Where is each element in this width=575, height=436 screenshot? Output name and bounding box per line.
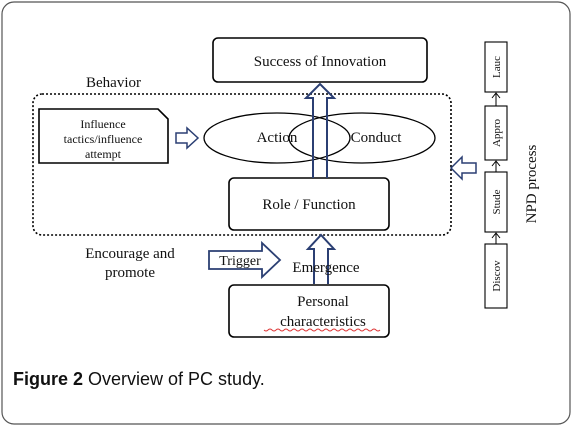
role-box <box>228 177 390 231</box>
caption-label: Figure 2 <box>13 369 84 389</box>
action-label: Action <box>257 130 298 146</box>
role-label: Role / Function <box>262 197 356 213</box>
encourage-line-1: Encourage and <box>85 246 175 262</box>
influence-arrow <box>175 126 200 150</box>
influence-line-2: tactics/influence <box>64 132 143 146</box>
behavior-label: Behavior <box>86 75 141 91</box>
caption-text: Overview of PC study. <box>83 369 265 389</box>
npd-process-label: NPD process <box>524 144 540 223</box>
behavior-region <box>32 93 452 236</box>
outer-frame <box>1 1 571 425</box>
npd-arrow <box>449 155 477 181</box>
conduct-ellipse <box>288 112 436 164</box>
personal-line-2: characteristics <box>280 314 366 330</box>
stage-box-lauc <box>484 41 508 93</box>
success-label: Success of Innovation <box>254 54 387 70</box>
action-ellipse <box>203 112 351 164</box>
stage-label-discov: Discov <box>491 260 503 292</box>
personal-box <box>228 284 390 338</box>
influence-line-1: Influence <box>80 117 125 131</box>
stage-label-stude: Stude <box>491 189 503 214</box>
trigger-label: Trigger <box>219 254 261 269</box>
stage-label-appro: Appro <box>491 118 503 147</box>
emergence-label: Emergence <box>292 260 360 276</box>
personal-line-1: Personal <box>297 294 349 310</box>
stage-label-lauc: Lauc <box>491 56 503 78</box>
stage-arrow-2 <box>491 160 501 172</box>
encourage-line-2: promote <box>105 265 155 281</box>
influence-box <box>38 108 169 164</box>
trigger-arrow <box>208 240 282 280</box>
conduct-label: Conduct <box>351 130 403 146</box>
influence-line-3: attempt <box>85 147 122 161</box>
figure-caption: Figure 2 Overview of PC study. <box>13 369 265 390</box>
stage-arrow-1 <box>491 232 501 244</box>
success-up-arrow <box>303 82 337 178</box>
success-box <box>212 37 428 83</box>
spellcheck-underline <box>263 328 381 332</box>
emergence-up-arrow <box>305 233 337 284</box>
stage-arrow-3 <box>491 92 501 106</box>
